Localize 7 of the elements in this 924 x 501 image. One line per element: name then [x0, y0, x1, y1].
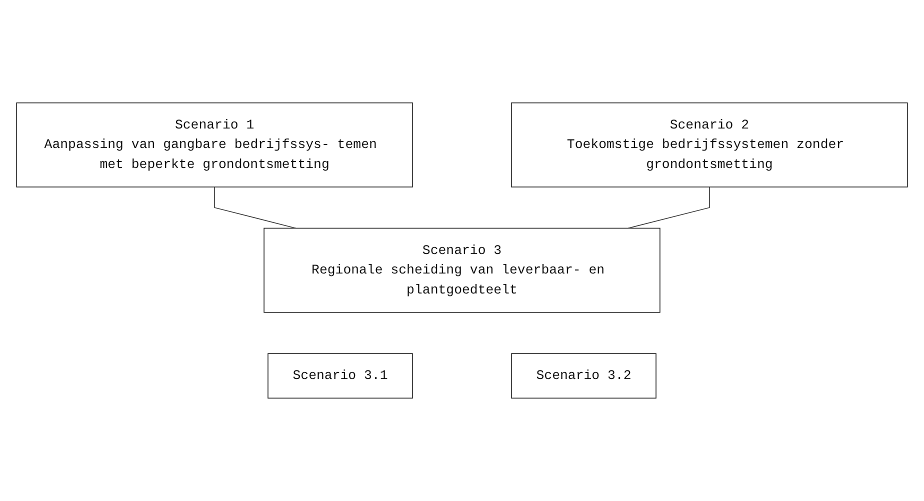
node-box: Scenario 3.2 — [511, 353, 656, 399]
connector — [628, 186, 710, 229]
node-box: Scenario 2 Toekomstige bedrijfssystemen zonder grondontsmetting — [511, 102, 908, 188]
connector — [214, 186, 296, 229]
node-box: Scenario 1 Aanpassing van gangbare bedrijfssys- temen met beperkte grondontsmetting — [16, 102, 413, 188]
node-box: Scenario 3.1 — [268, 353, 413, 399]
node-box: Scenario 3 Regionale scheiding van leverbaar- en plantgoedteelt — [264, 228, 660, 313]
